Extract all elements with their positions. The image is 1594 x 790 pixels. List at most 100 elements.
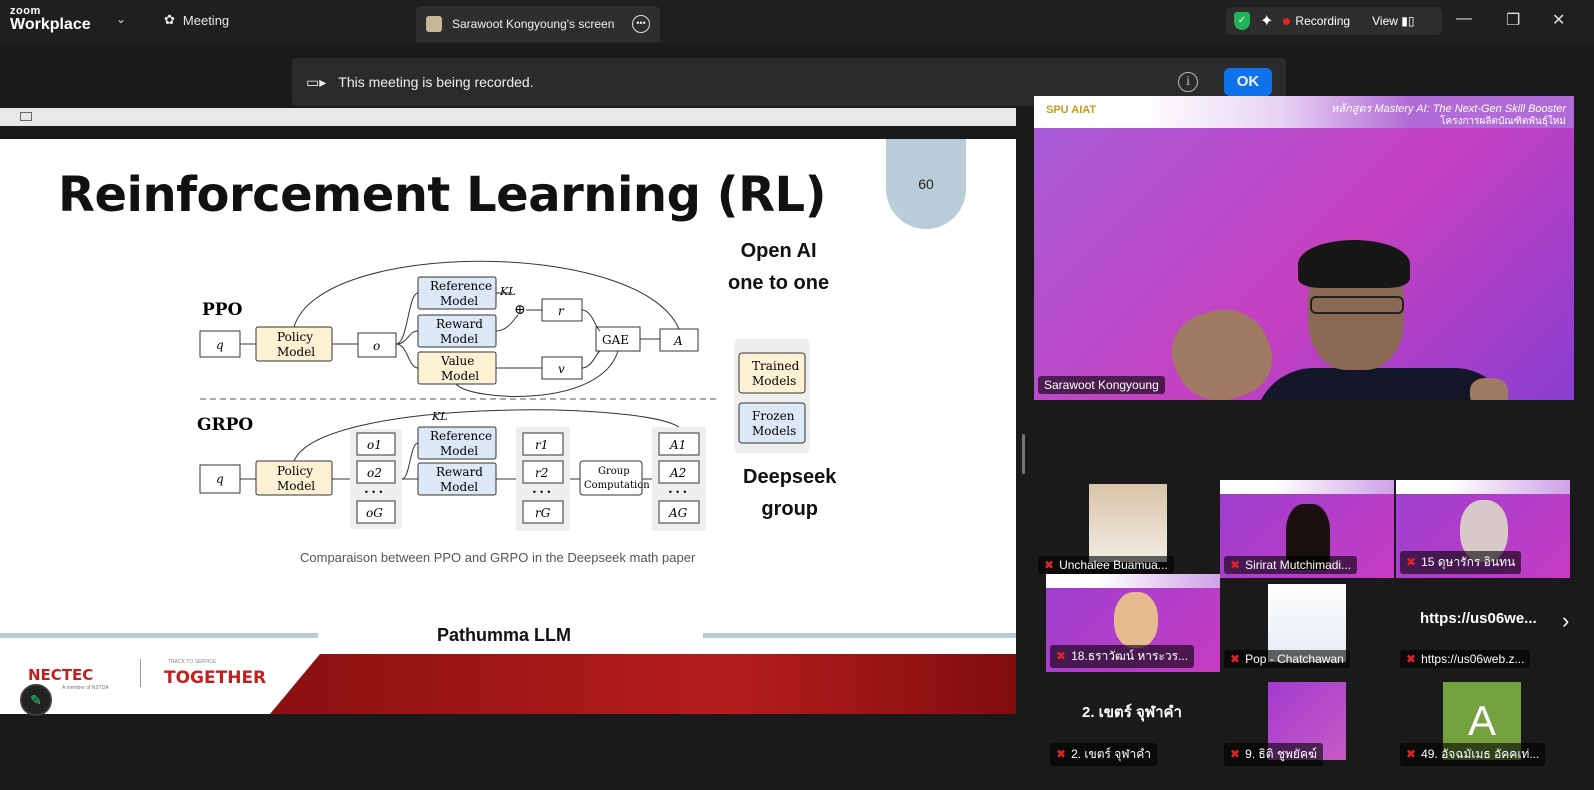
ppo-reward-l1: Reward [436,317,483,331]
sparkle-icon[interactable]: ✦ [1260,13,1274,30]
nectec-logo: NECTEC [28,666,94,684]
legend-trained-l2: Models [752,374,796,388]
speaker-glasses [1310,296,1404,314]
shield-icon[interactable]: ✓ [1234,12,1250,30]
grpo-q-box [199,464,241,494]
speaker-hand [1161,296,1283,400]
mic-muted-icon: ✖ [1230,652,1241,666]
participant-tile[interactable]: ✖15 ดุษารักร อินทน [1396,480,1570,578]
legend-frozen-l1: Frozen [752,409,795,423]
more-options-icon[interactable]: ••• [632,15,650,33]
share-toolbar-strip [0,108,1016,126]
grpo-a2: A2 [669,466,686,480]
ppo-grpo-diagram: PPO q Policy Model o Reference Model Rew… [197,260,810,531]
share-tab-title: Sarawoot Kongyoung's screen [452,17,615,31]
participant-avatar [1114,592,1158,648]
page-number: 60 [886,139,966,229]
nectec-logo-sub: A member of NSTDA [62,685,109,691]
grpo-a1: A1 [669,438,686,452]
speaker-hand-right [1470,378,1508,400]
speaker-name-label: Sarawoot Kongyoung [1038,376,1165,394]
participant-tile[interactable]: A ✖49. อัจฉมัเมธ อัคคเท่... [1396,672,1570,770]
grpo-r1: r1 [535,438,548,452]
participant-tile[interactable]: https://us06we... ✖https://us06web.z... [1396,574,1570,672]
grpo-policy-l2: Model [277,479,315,493]
presenter-thumbnail [426,16,442,32]
active-speaker-video[interactable]: SPU AIAT หลักสูตร Mastery AI: The Next-G… [1034,96,1574,400]
mic-muted-icon: ✖ [1056,747,1067,761]
deepseek-line2: group [761,498,819,520]
grpo-o2: o2 [367,466,382,480]
participant-tile[interactable]: 2. เขตร์ จุฬาคำ ✖2. เขตร์ จุฬาคำ [1046,672,1220,770]
mic-muted-icon: ✖ [1406,747,1417,761]
next-page-chevron-icon[interactable]: › [1562,608,1570,633]
grpo-policy-l1: Policy [277,464,313,478]
grpo-ag-box [658,500,700,524]
participant-name: ✖Pop - Chatchawan [1224,650,1350,668]
annotate-pen-icon[interactable]: ✎ [20,684,52,716]
ppo-kl: KL [499,285,516,298]
mic-muted-icon: ✖ [1056,649,1067,663]
speaker-header-line1: หลักสูตร Mastery AI: The Next-Gen Skill … [1330,103,1566,115]
ppo-reward-l2: Model [440,332,478,346]
together-logo: TOGETHER [164,668,267,688]
layout-icon: ▮▯ [1401,14,1415,28]
speaker-header-line2: โครงการผลิตบัณฑิตพันธุ์ใหม่ [1440,116,1566,127]
restore-icon[interactable]: ❐ [1506,12,1521,29]
grpo-og-box [356,500,396,524]
grpo-a1-box [658,432,700,456]
tile-background-header [1396,480,1570,494]
grpo-arrows [240,409,680,480]
zoom-logo[interactable]: zoom Workplace [10,6,91,33]
minimize-icon[interactable]: — [1456,10,1472,27]
grpo-label: GRPO [197,415,253,435]
banner-message: This meeting is being recorded. [338,74,534,90]
meeting-button[interactable]: ✿ Meeting [164,12,229,28]
chevron-down-icon[interactable]: ⌄ [116,12,127,26]
shared-slide: Reinforcement Learning (RL) 60 PPO q Pol… [0,139,1016,714]
grpo-reward-l1: Reward [436,465,483,479]
view-label: View [1372,14,1398,28]
participant-video [1089,484,1167,562]
participant-display-name: 2. เขตร์ จุฬาคำ [1082,704,1182,721]
recording-indicator[interactable]: Recording [1283,14,1350,28]
open-ai-line2: one to one [728,272,830,294]
logo-separator [140,659,141,687]
participant-name: ✖49. อัจฉมัเมธ อัคคเท่... [1400,743,1546,766]
participant-tile[interactable]: ✖18.ธราวัฒน์ หาระวร... [1046,574,1220,672]
view-button[interactable]: View ▮▯ [1372,14,1414,28]
tile-background-header [1046,574,1220,588]
grpo-a2-box [658,460,700,484]
panel-resize-handle[interactable] [1022,434,1025,474]
screen-icon[interactable] [20,112,32,121]
participant-tile[interactable]: ✖9. ธิติ ชูพยัคฆ์ [1220,672,1394,770]
grpo-kl: KL [431,410,448,423]
grpo-r1-box [522,432,564,456]
participant-name: ✖9. ธิติ ชูพยัคฆ์ [1224,743,1323,766]
mic-muted-icon: ✖ [1230,558,1241,572]
grpo-r2: r2 [535,466,548,480]
info-icon[interactable]: i [1178,72,1198,92]
ppo-ref-l2: Model [440,294,478,308]
close-icon[interactable]: ✕ [1552,12,1566,29]
brand-top: zoom [10,5,41,17]
participant-name: ✖https://us06web.z... [1400,650,1531,668]
grpo-r-dots: • • • [532,488,551,497]
grpo-ag: AG [668,506,688,520]
legend-frozen-box [738,402,806,444]
speaker-header-logos: SPU AIAT [1046,104,1097,116]
share-tab[interactable]: Sarawoot Kongyoung's screen ••• [416,6,660,42]
ppo-policy-l2: Model [277,345,315,359]
participant-name: ✖Unchalee Buamua... [1038,556,1174,574]
participant-tile[interactable]: ✖Pop - Chatchawan [1220,574,1394,672]
participant-tile[interactable]: ✖Sirirat Mutchimadi... [1220,480,1394,578]
participant-tile[interactable]: ✖Unchalee Buamua... [1034,480,1208,578]
ok-button[interactable]: OK [1224,68,1272,96]
grpo-rg-box [522,500,564,524]
legend-trained-l1: Trained [752,359,800,373]
participant-name: ✖18.ธราวัฒน์ หาระวร... [1050,645,1195,668]
tile-background-header [1220,480,1394,494]
grpo-q: q [216,472,224,486]
footer-title: Pathumma LLM [437,625,572,645]
grpo-r2-box [522,460,564,484]
